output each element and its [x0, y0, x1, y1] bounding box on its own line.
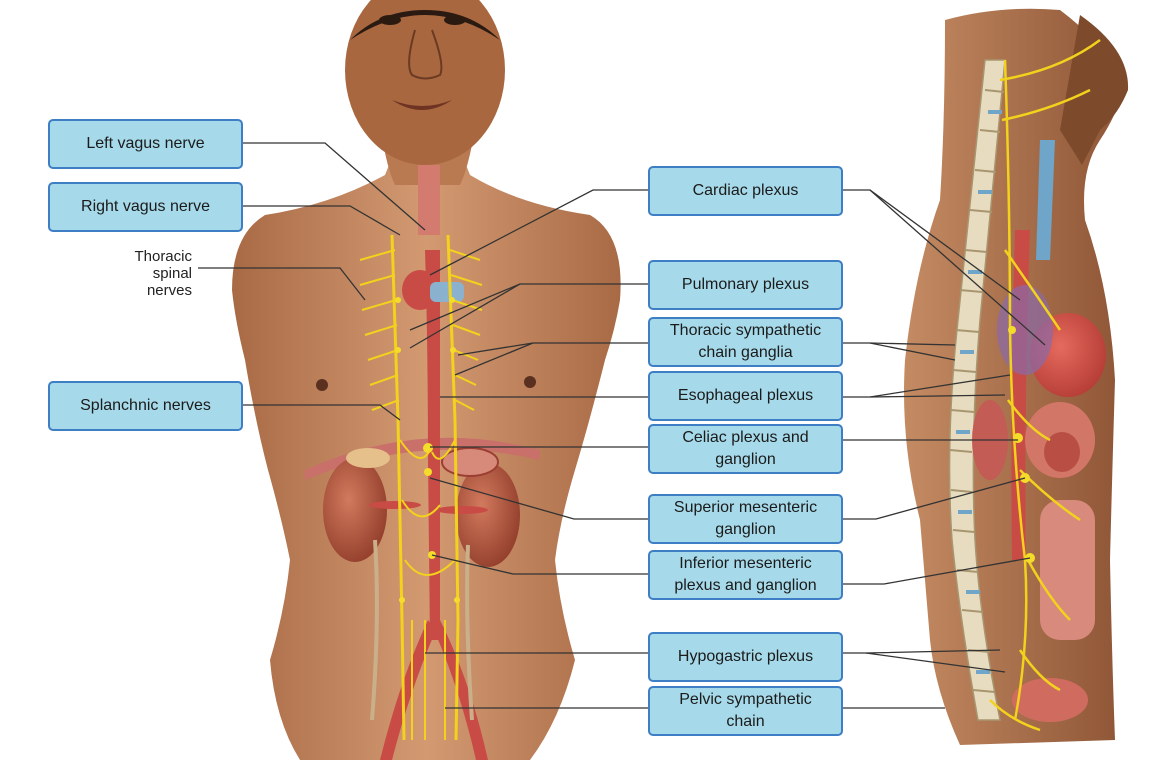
renal-vessel-right [436, 506, 488, 514]
adrenal-gland [346, 448, 390, 468]
vertebral-column [948, 59, 1006, 721]
leader-thoracic-sympathetic-side-2 [869, 342, 956, 361]
leader-lines [198, 142, 1046, 709]
label-pulmonary-plexus: Pulmonary plexus [648, 260, 843, 310]
label-esophageal-plexus: Esophageal plexus [648, 371, 843, 421]
right-nipple [524, 376, 536, 388]
vertebrae-marks [949, 89, 1005, 693]
leader-pulmonary-2 [409, 283, 521, 349]
left-nipple [316, 379, 328, 391]
side-bladder [1012, 678, 1088, 722]
left-eye [379, 15, 401, 25]
label-inferior-mesenteric-plexus-and-ganglion: Inferior mesenteric plexus and ganglion [648, 550, 843, 600]
front-torso [232, 0, 621, 760]
label-thoracic-spinal-nerves: Thoracic spinal nerves [134, 248, 192, 299]
renal-vessel-left [369, 501, 421, 509]
aortic-arch [402, 270, 438, 310]
iliac-right [434, 620, 488, 760]
leader-splanchnic [242, 404, 401, 421]
thoracic-spinal-nerves-group [359, 249, 483, 411]
disc-marks [956, 110, 1002, 674]
label-superior-mesenteric-ganglion: Superior mesenteric ganglion [648, 494, 843, 544]
leader-thoracic-sympathetic-2 [457, 342, 534, 356]
left-kidney [323, 458, 387, 562]
leader-right-vagus [242, 205, 401, 236]
side-torso [904, 8, 1129, 745]
label-celiac-plexus-and-ganglion: Celiac plexus and ganglion [648, 424, 843, 474]
label-pelvic-sympathetic-chain: Pelvic sympathetic chain [648, 686, 843, 736]
label-hypogastric-plexus: Hypogastric plexus [648, 632, 843, 682]
label-cardiac-plexus: Cardiac plexus [648, 166, 843, 216]
leader-superior-mesenteric-side [842, 477, 1026, 520]
side-stomach-lumen [1044, 432, 1080, 472]
abdominal-plexus-nerves [399, 439, 456, 740]
pulmonary-trunk [430, 282, 464, 302]
ureter-left [370, 539, 379, 721]
label-left-vagus-nerve: Left vagus nerve [48, 119, 243, 169]
right-kidney [456, 463, 520, 567]
side-nerves [989, 38, 1101, 732]
label-splanchnic-nerves: Splanchnic nerves [48, 381, 243, 431]
leader-superior-mesenteric [429, 477, 650, 520]
leader-cardiac-side-2 [869, 189, 1046, 346]
trachea [418, 165, 440, 235]
front-head [345, 0, 505, 165]
leader-inferior-mesenteric-side [842, 557, 1031, 585]
side-ganglion-dots [1008, 326, 1035, 563]
label-right-vagus-nerve: Right vagus nerve [48, 182, 243, 232]
label-thoracic-sympathetic-chain-ganglia: Thoracic sympathetic chain ganglia [648, 317, 843, 367]
iliac-left [380, 620, 436, 760]
right-sympathetic-chain [446, 234, 460, 741]
side-trachea [1036, 140, 1055, 260]
mouth [392, 100, 452, 110]
leader-cardiac-front [429, 189, 650, 276]
leader-esophageal-side-2 [869, 394, 1006, 398]
left-sympathetic-chain [390, 234, 406, 741]
leader-hypogastric-side-2 [865, 652, 1006, 673]
leader-thoracic-spinal [198, 267, 366, 301]
side-face [1060, 15, 1129, 165]
aorta [425, 250, 440, 640]
side-lung [997, 285, 1053, 375]
leader-left-vagus [242, 142, 426, 231]
nose [408, 29, 443, 80]
right-eye [444, 15, 466, 25]
side-intestine [1040, 500, 1095, 640]
leader-inferior-mesenteric [431, 554, 650, 575]
stomach-section [441, 447, 499, 477]
